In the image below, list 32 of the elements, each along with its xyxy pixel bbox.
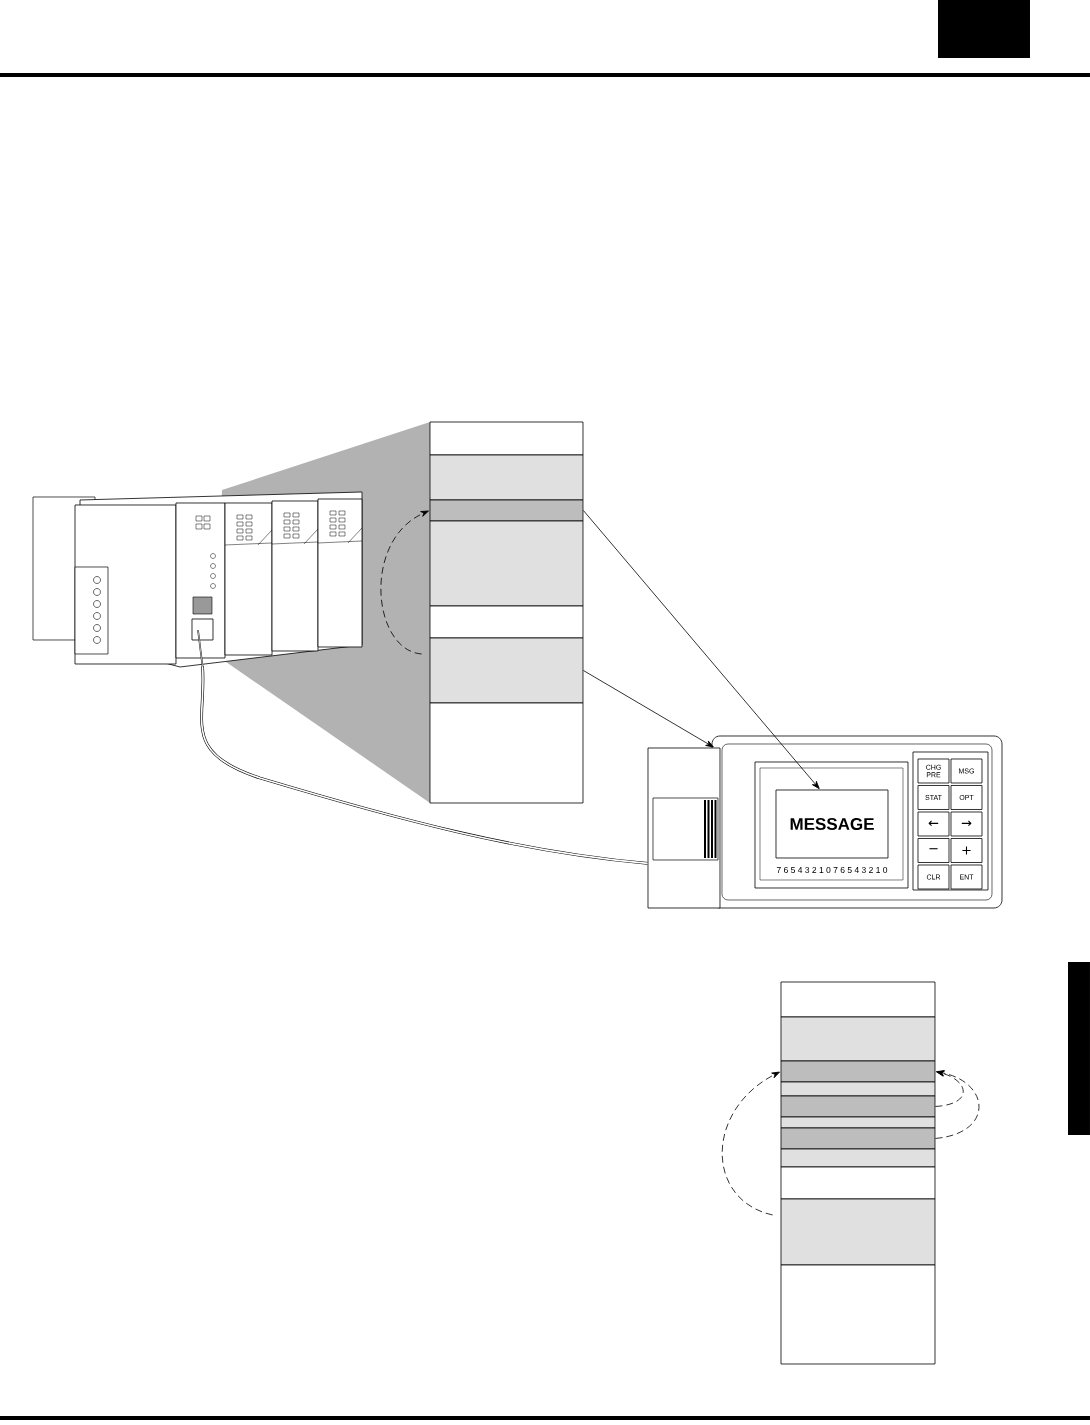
key-button: − bbox=[917, 838, 950, 863]
memory-band bbox=[780, 1127, 936, 1150]
memory-band bbox=[429, 637, 584, 704]
display-window: MESSAGE bbox=[775, 789, 889, 859]
arrow bbox=[721, 1071, 780, 1216]
cable bbox=[200, 665, 649, 865]
memory-band bbox=[780, 1116, 936, 1129]
memory-band bbox=[429, 702, 584, 804]
memory-band bbox=[429, 421, 584, 456]
bit-numbers: 7 6 5 4 3 2 1 0 7 6 5 4 3 2 1 0 bbox=[776, 867, 888, 873]
key-button: ← bbox=[917, 811, 950, 837]
memory-band bbox=[429, 454, 584, 501]
memory-band bbox=[780, 1166, 936, 1200]
arrow bbox=[935, 1070, 980, 1139]
memory-band bbox=[429, 605, 584, 639]
memory-band bbox=[780, 1095, 936, 1118]
memory-band bbox=[780, 1016, 936, 1062]
arrow bbox=[583, 670, 714, 748]
arrow bbox=[380, 510, 429, 655]
memory-band bbox=[429, 499, 584, 522]
arrow bbox=[583, 510, 820, 790]
key-button: + bbox=[950, 838, 983, 863]
memory-band bbox=[780, 1148, 936, 1168]
picture bbox=[32, 491, 363, 668]
memory-band bbox=[780, 1081, 936, 1097]
memory-band bbox=[780, 1198, 936, 1266]
memory-band bbox=[780, 1264, 936, 1365]
housing-box bbox=[647, 747, 721, 909]
memory-band bbox=[780, 1060, 936, 1083]
memory-band bbox=[429, 520, 584, 607]
key-button: → bbox=[950, 811, 983, 837]
memory-band bbox=[780, 981, 936, 1018]
